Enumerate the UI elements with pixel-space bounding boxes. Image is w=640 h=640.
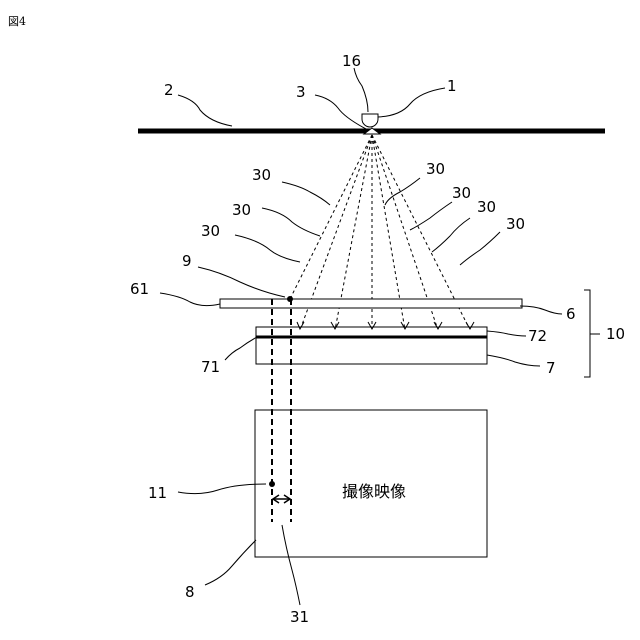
label-8: 8 <box>185 583 195 601</box>
figure-title: 図4 <box>8 15 26 28</box>
label-30: 30 <box>201 222 220 240</box>
plate-6 <box>220 299 522 308</box>
bracket-10 <box>584 290 600 377</box>
captured-image-text: 撮像映像 <box>342 482 406 501</box>
label-30: 30 <box>252 166 271 184</box>
label-6: 6 <box>566 305 576 323</box>
label-3: 3 <box>296 83 306 101</box>
label-30: 30 <box>426 160 445 178</box>
label-11: 11 <box>148 484 167 502</box>
label-30: 30 <box>477 198 496 216</box>
light-ray <box>290 135 372 299</box>
label-9: 9 <box>182 252 192 270</box>
label-16: 16 <box>342 52 361 70</box>
label-61: 61 <box>130 280 149 298</box>
label-30: 30 <box>232 201 251 219</box>
label-72: 72 <box>528 327 547 345</box>
label-2: 2 <box>164 81 174 99</box>
label-1: 1 <box>447 77 457 95</box>
light-source <box>362 114 378 127</box>
label-30: 30 <box>452 184 471 202</box>
label-31: 31 <box>290 608 309 626</box>
point-11 <box>269 481 275 487</box>
label-10: 10 <box>606 325 625 343</box>
label-71: 71 <box>201 358 220 376</box>
label-30: 30 <box>506 215 525 233</box>
label-7: 7 <box>546 359 556 377</box>
